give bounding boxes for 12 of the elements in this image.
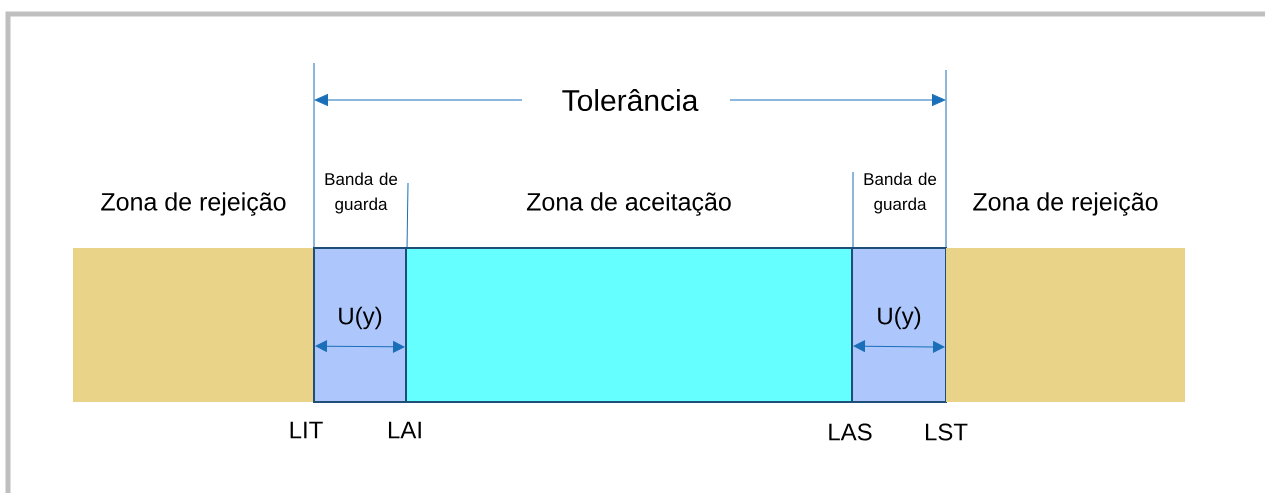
limit-label: LAS bbox=[829, 423, 872, 441]
band-label: Banda de guarda bbox=[864, 172, 937, 214]
band-label: Banda de guarda bbox=[325, 172, 398, 214]
uncertainty-label: U(y) bbox=[878, 306, 921, 330]
uncertainty-label: U(y) bbox=[339, 306, 382, 330]
zone-label: Zona de aceitação bbox=[526, 192, 731, 216]
limit-label: LIT bbox=[290, 421, 323, 439]
tolerance-label: Tolerância bbox=[562, 88, 699, 112]
limit-label: LST bbox=[926, 423, 968, 441]
zone-label: Zona de rejeição bbox=[101, 192, 286, 216]
zone-label: Zona de rejeição bbox=[973, 192, 1158, 216]
limit-label: LAI bbox=[388, 421, 421, 439]
